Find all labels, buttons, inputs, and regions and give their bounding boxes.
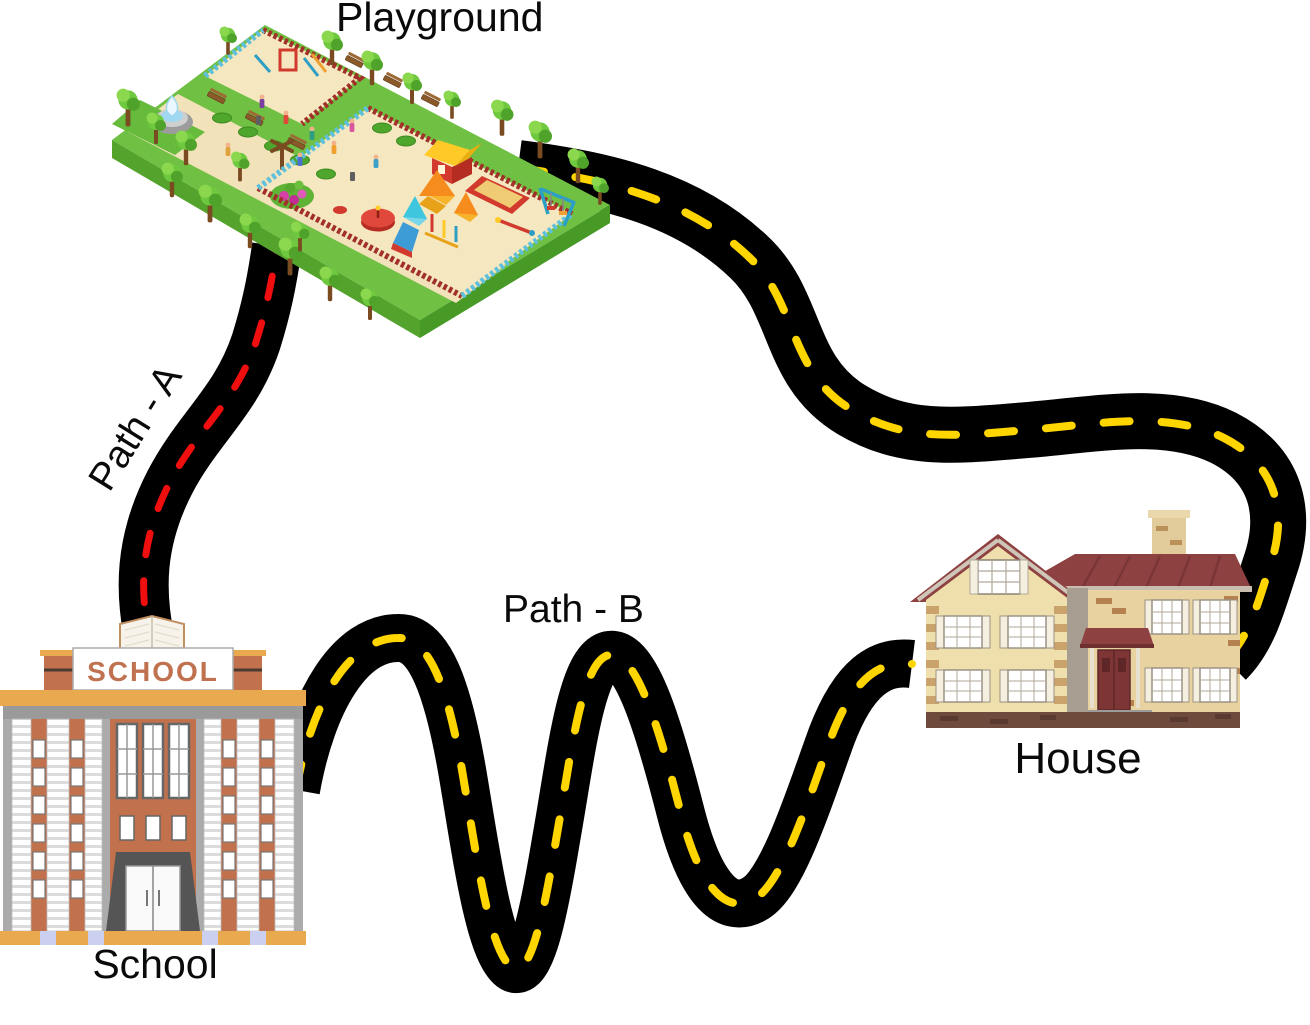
yellow-center-line	[514, 164, 1283, 664]
school-label: School	[92, 941, 218, 987]
foundation	[926, 712, 1240, 728]
center-wall-strip	[1067, 588, 1088, 714]
base-accents	[40, 931, 266, 945]
tree	[491, 99, 514, 136]
swing-set	[538, 187, 576, 227]
red-picket-fence	[256, 185, 464, 299]
person	[349, 118, 355, 132]
person	[283, 110, 289, 124]
entrance	[106, 852, 200, 932]
tree	[443, 90, 461, 119]
gray-band	[3, 706, 303, 719]
tall-windows	[115, 722, 191, 800]
person	[331, 140, 337, 154]
ledge	[230, 650, 266, 656]
seesaw	[495, 217, 535, 236]
playhouse	[424, 140, 482, 184]
school-illustration: SCHOOL	[0, 614, 306, 945]
plate-side-left	[112, 140, 420, 338]
trash-bin	[256, 116, 261, 125]
hedge	[238, 126, 258, 138]
path-b-label: Path - B	[503, 588, 644, 631]
side-block	[44, 656, 73, 690]
house-label: House	[1014, 734, 1142, 783]
main-roof	[1012, 554, 1252, 592]
porch	[1080, 628, 1160, 728]
blue-picket-fence	[256, 105, 370, 191]
right-windows	[1144, 599, 1238, 703]
person	[259, 94, 265, 108]
side-windows	[32, 739, 274, 899]
path-a-road	[118, 242, 302, 656]
playground-label: Playground	[336, 0, 544, 40]
house-illustration	[910, 510, 1252, 728]
spring-rider	[333, 206, 347, 214]
person	[309, 126, 315, 140]
yellow-center-line	[292, 633, 916, 973]
side-block	[233, 656, 262, 690]
top-play-zone-floor	[205, 30, 360, 124]
hedge	[372, 122, 392, 134]
hedge	[212, 112, 232, 124]
center-small-windows	[119, 815, 187, 841]
signpost	[270, 139, 294, 170]
plate-side-right	[420, 205, 610, 338]
pilasters	[3, 719, 303, 931]
striped-columns	[11, 718, 295, 932]
path-b-road	[272, 614, 916, 993]
hedge	[316, 168, 336, 180]
base-strip	[0, 931, 306, 945]
play-tower	[391, 170, 478, 258]
road-playground-to-house	[514, 140, 1307, 680]
sandbox	[465, 176, 530, 214]
person	[225, 142, 231, 156]
blue-picket-fence	[460, 211, 574, 299]
person	[373, 154, 379, 168]
red-picket-fence	[261, 27, 366, 127]
picnic-table	[420, 90, 442, 108]
person	[297, 152, 303, 166]
ledge	[40, 650, 76, 656]
merry-go-round	[361, 205, 395, 232]
trash-bin	[350, 172, 355, 181]
climbing-frame	[253, 48, 328, 77]
playground-illustration	[112, 25, 610, 338]
left-windows	[935, 615, 1055, 703]
hedge	[396, 135, 416, 147]
school-sign-text: SCHOOL	[87, 656, 219, 687]
attic-window	[969, 559, 1029, 595]
cornice	[0, 690, 306, 706]
quoins	[926, 606, 1067, 704]
blue-picket-fence	[203, 27, 265, 79]
picnic-table	[382, 71, 404, 89]
